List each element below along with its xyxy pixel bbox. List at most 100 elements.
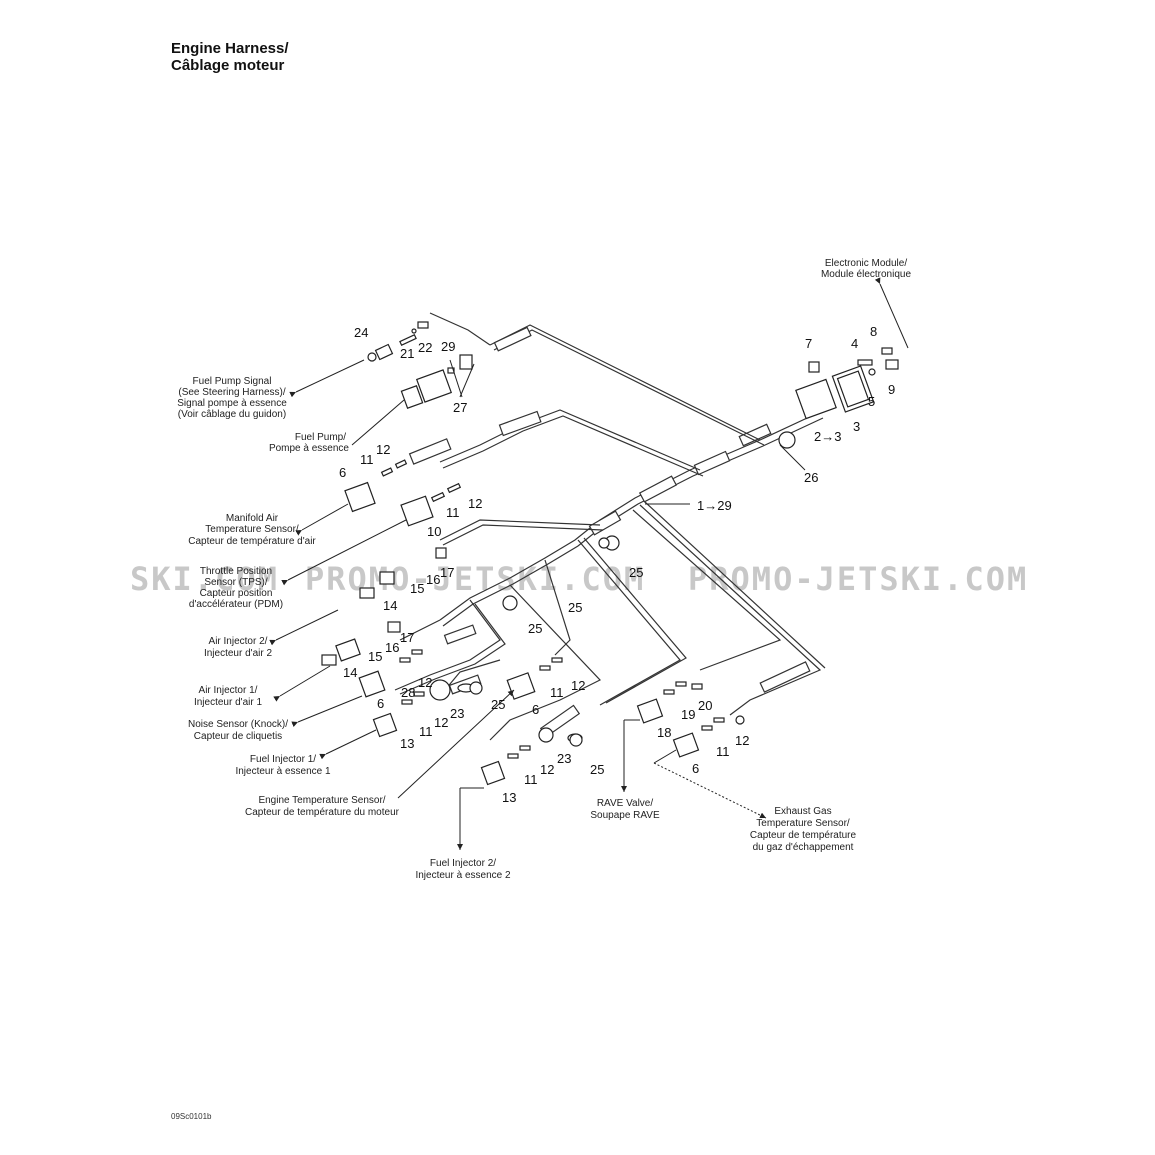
svg-text:Fuel Injector 1/: Fuel Injector 1/ bbox=[250, 754, 316, 765]
svg-text:Manifold Air: Manifold Air bbox=[226, 513, 279, 524]
label-fuel-pump-signal: Fuel Pump Signal (See Steering Harness)/… bbox=[177, 376, 287, 420]
svg-text:Injecteur à essence 2: Injecteur à essence 2 bbox=[415, 870, 510, 881]
callout: 12 bbox=[418, 675, 432, 690]
label-rave-valve: RAVE Valve/ Soupape RAVE bbox=[590, 798, 660, 821]
watermark-right: PROMO-JETSKI.COM bbox=[688, 560, 1028, 598]
callout: 16 bbox=[385, 640, 399, 655]
callout: 6 bbox=[377, 696, 384, 711]
callout: 12 bbox=[540, 762, 554, 777]
label-air-injector-1: Air Injector 1/ Injecteur d'air 1 bbox=[194, 685, 262, 708]
label-manifold-air: Manifold Air Temperature Sensor/ Capteur… bbox=[188, 513, 316, 547]
callout: 10 bbox=[427, 524, 441, 539]
label-air-injector-2: Air Injector 2/ Injecteur d'air 2 bbox=[204, 636, 272, 659]
label-electronic-module: Electronic Module/ Module électronique bbox=[821, 258, 911, 280]
svg-text:Module électronique: Module électronique bbox=[821, 269, 911, 280]
callout: 24 bbox=[354, 325, 368, 340]
watermark-center: PROMO-JETSKI.COM bbox=[305, 560, 645, 598]
harness-trunk bbox=[394, 312, 826, 741]
callout: 15 bbox=[368, 649, 382, 664]
svg-text:Exhaust Gas: Exhaust Gas bbox=[774, 806, 831, 817]
callout: 11 bbox=[716, 744, 730, 759]
callout: 12 bbox=[735, 733, 749, 748]
callout: 19 bbox=[681, 707, 695, 722]
svg-text:Air Injector 1/: Air Injector 1/ bbox=[199, 685, 258, 696]
callout: 3 bbox=[853, 419, 860, 434]
svg-text:Temperature Sensor/: Temperature Sensor/ bbox=[205, 524, 299, 535]
callout: 26 bbox=[804, 470, 818, 485]
exhaust-gas-connector bbox=[672, 715, 745, 758]
label-fuel-pump: Fuel Pump/ Pompe à essence bbox=[269, 432, 349, 454]
callout: 11 bbox=[524, 772, 538, 787]
callout: 11 bbox=[550, 685, 564, 700]
svg-text:Pompe à essence: Pompe à essence bbox=[269, 443, 349, 454]
label-exhaust-gas: Exhaust Gas Temperature Sensor/ Capteur … bbox=[750, 806, 857, 853]
components bbox=[321, 321, 899, 786]
svg-text:Signal pompe à essence: Signal pompe à essence bbox=[177, 398, 287, 409]
callout: 25 bbox=[590, 762, 604, 777]
svg-text:Injecteur d'air 1: Injecteur d'air 1 bbox=[194, 697, 262, 708]
svg-text:Capteur position: Capteur position bbox=[200, 588, 273, 599]
fuel-pump-connector bbox=[400, 354, 473, 409]
callout: 25 bbox=[568, 600, 582, 615]
callout: 11 bbox=[446, 505, 460, 520]
callout: 12 bbox=[571, 678, 585, 693]
label-throttle-position: Throttle Position Sensor (TPS)/ Capteur … bbox=[189, 566, 283, 610]
svg-text:Capteur de température du mote: Capteur de température du moteur bbox=[245, 807, 400, 818]
air-injector-2-connector bbox=[321, 621, 401, 666]
watermark: SKI.COM PROMO-JETSKI.COM PROMO-JETSKI.CO… bbox=[130, 560, 1028, 598]
part-labels: Electronic Module/ Module électronique F… bbox=[177, 258, 911, 881]
callout: 25 bbox=[491, 697, 505, 712]
svg-text:Fuel Pump/: Fuel Pump/ bbox=[295, 432, 346, 443]
callout: 18 bbox=[657, 725, 671, 740]
svg-text:du gaz d'échappement: du gaz d'échappement bbox=[753, 842, 854, 853]
callout: 25 bbox=[528, 621, 542, 636]
callout: 12 bbox=[434, 715, 448, 730]
callout: 11 bbox=[419, 724, 433, 739]
callout: 23 bbox=[557, 751, 571, 766]
svg-text:Capteur de température: Capteur de température bbox=[750, 830, 857, 841]
throttle-position-connector bbox=[359, 482, 462, 599]
air-injector-1-connector bbox=[358, 649, 423, 698]
callout: 16 bbox=[426, 572, 440, 587]
svg-text:Capteur de cliquetis: Capteur de cliquetis bbox=[194, 731, 282, 742]
callout: 28 bbox=[401, 685, 415, 700]
label-fuel-injector-2: Fuel Injector 2/ Injecteur à essence 2 bbox=[415, 858, 510, 881]
callout: 17 bbox=[440, 565, 454, 580]
callout: 13 bbox=[400, 736, 414, 751]
callout: 4 bbox=[851, 336, 858, 351]
svg-text:d'accélérateur (PDM): d'accélérateur (PDM) bbox=[189, 599, 283, 610]
electronic-module-connector bbox=[778, 347, 899, 449]
callout: 1→29 bbox=[697, 498, 732, 513]
callout: 14 bbox=[383, 598, 397, 613]
fuel-pump-signal-connector bbox=[367, 321, 429, 362]
callout: 14 bbox=[343, 665, 357, 680]
callout: 22 bbox=[418, 340, 432, 355]
callout: 8 bbox=[870, 324, 877, 339]
svg-text:Air Injector 2/: Air Injector 2/ bbox=[209, 636, 268, 647]
figure-code: 09Sc0101b bbox=[171, 1112, 212, 1121]
callout: 17 bbox=[400, 630, 414, 645]
svg-text:Fuel Injector 2/: Fuel Injector 2/ bbox=[430, 858, 496, 869]
rave-valve-connector bbox=[636, 681, 703, 724]
callout: 15 bbox=[410, 581, 424, 596]
svg-text:Fuel Pump Signal: Fuel Pump Signal bbox=[193, 376, 272, 387]
svg-text:RAVE Valve/: RAVE Valve/ bbox=[597, 798, 654, 809]
svg-text:Throttle Position: Throttle Position bbox=[200, 566, 272, 577]
callout: 23 bbox=[450, 706, 464, 721]
callout: 25 bbox=[629, 565, 643, 580]
svg-text:(Voir câblage du guidon): (Voir câblage du guidon) bbox=[178, 409, 286, 420]
callout: 29 bbox=[441, 339, 455, 354]
svg-text:Injecteur d'air 2: Injecteur d'air 2 bbox=[204, 648, 272, 659]
callout: 6 bbox=[692, 761, 699, 776]
svg-text:Sensor (TPS)/: Sensor (TPS)/ bbox=[204, 577, 268, 588]
svg-text:(See Steering Harness)/: (See Steering Harness)/ bbox=[178, 387, 285, 398]
callout: 11 bbox=[360, 452, 374, 467]
svg-text:Electronic Module/: Electronic Module/ bbox=[825, 258, 907, 269]
callout: 12 bbox=[468, 496, 482, 511]
callout: 6 bbox=[339, 465, 346, 480]
callout: 7 bbox=[805, 336, 812, 351]
leader-arrows bbox=[269, 277, 909, 850]
diagram-title: Engine Harness/ Câblage moteur bbox=[171, 40, 289, 74]
